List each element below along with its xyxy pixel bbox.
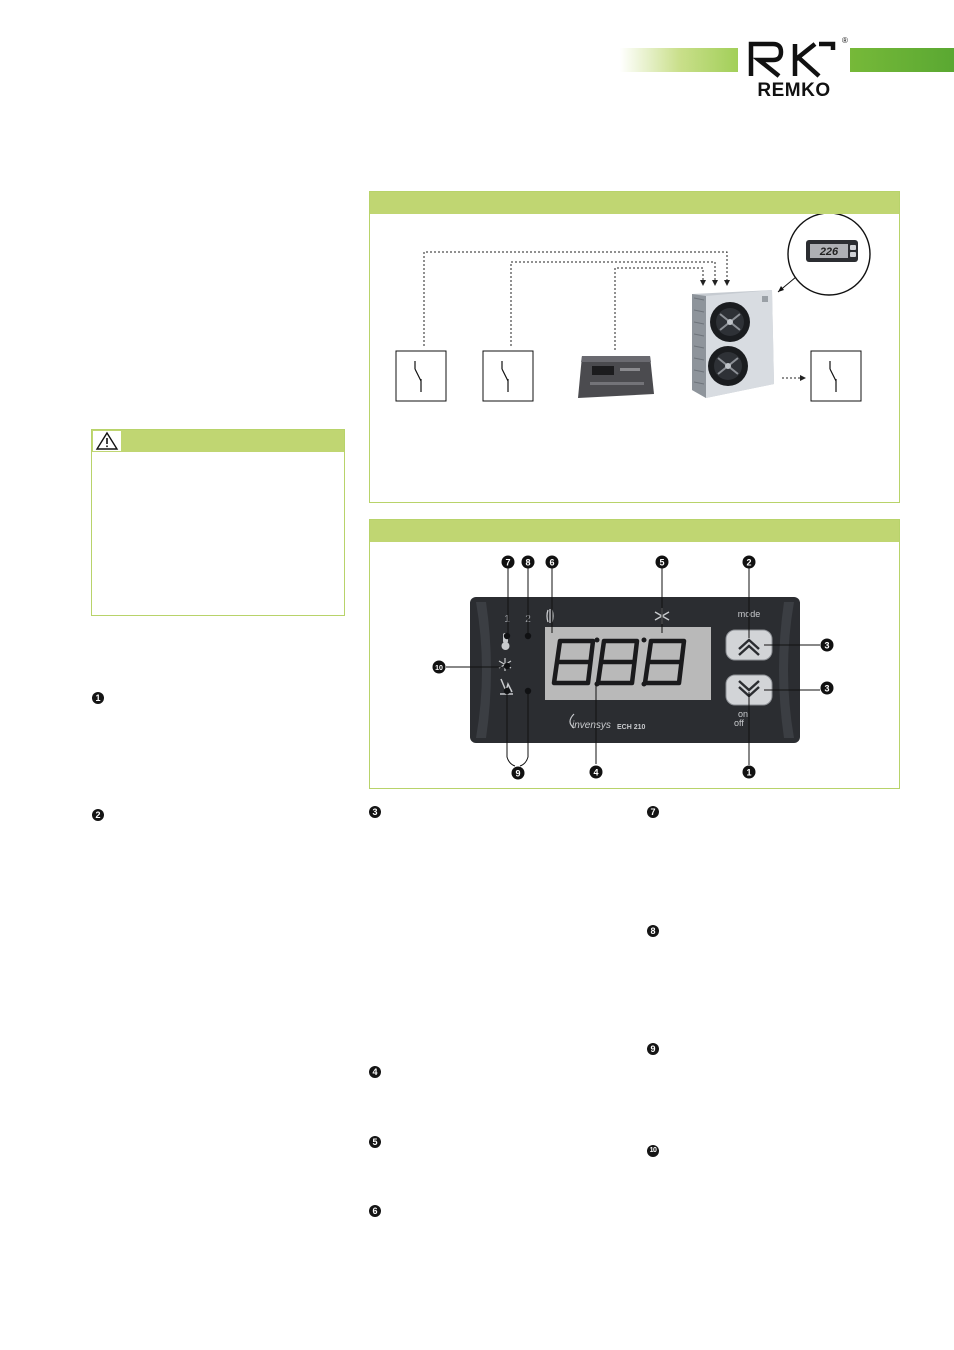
wiring-diagram-panel: 226 xyxy=(369,191,900,503)
switch-icon xyxy=(810,350,862,402)
callout-9: 9 xyxy=(515,768,520,778)
outdoor-unit-icon xyxy=(692,290,774,398)
seven-segment-digits xyxy=(551,638,687,686)
controller-display-diagram: 1 2 mode xyxy=(432,555,834,780)
callout-5: 5 xyxy=(659,557,664,567)
callout-2: 2 xyxy=(746,557,751,567)
label-1: 1 xyxy=(504,614,510,625)
section-marker-10: 10 xyxy=(647,1145,659,1157)
section-marker-7: 7 xyxy=(647,806,659,818)
registered-mark: ® xyxy=(842,36,848,45)
switch-icon xyxy=(395,350,447,402)
section-marker-3: 3 xyxy=(369,806,381,818)
down-button-icon[interactable] xyxy=(725,674,773,706)
callout-10: 10 xyxy=(435,665,443,672)
wiring-panel-header xyxy=(370,192,899,214)
on-label: on xyxy=(738,709,748,719)
off-label: off xyxy=(734,718,744,728)
controller-display-panel: 1 2 mode xyxy=(369,519,900,789)
controller-icon: 226 xyxy=(787,214,871,296)
callout-1: 1 xyxy=(746,767,751,777)
callout-8: 8 xyxy=(525,557,530,567)
section-marker-6: 6 xyxy=(369,1205,381,1217)
callout-6: 6 xyxy=(549,557,554,567)
section-marker-5: 5 xyxy=(369,1136,381,1148)
invensys-logo-icon xyxy=(569,713,575,729)
section-marker-8: 8 xyxy=(647,925,659,937)
callout-4: 4 xyxy=(593,767,598,777)
wiring-diagram: 226 xyxy=(395,214,871,402)
callout-3-up: 3 xyxy=(824,640,829,650)
callout-3-down: 3 xyxy=(824,683,829,693)
section-marker-2: 2 xyxy=(92,809,104,821)
brand-wordmark: REMKO xyxy=(757,80,831,101)
callout-7: 7 xyxy=(505,557,510,567)
warning-icon xyxy=(93,431,121,451)
inset-display-reading: 226 xyxy=(819,246,839,258)
display-panel-header xyxy=(370,520,899,542)
section-marker-9: 9 xyxy=(647,1043,659,1055)
warning-panel xyxy=(91,429,345,616)
brand-label: invensys xyxy=(572,720,611,731)
remko-logo-icon xyxy=(748,41,836,78)
switch-icon xyxy=(482,350,534,402)
section-marker-1: 1 xyxy=(92,692,104,704)
remote-control-icon xyxy=(578,356,654,398)
section-marker-4: 4 xyxy=(369,1066,381,1078)
model-label: ECH 210 xyxy=(617,724,646,731)
warning-panel-header xyxy=(92,430,344,452)
